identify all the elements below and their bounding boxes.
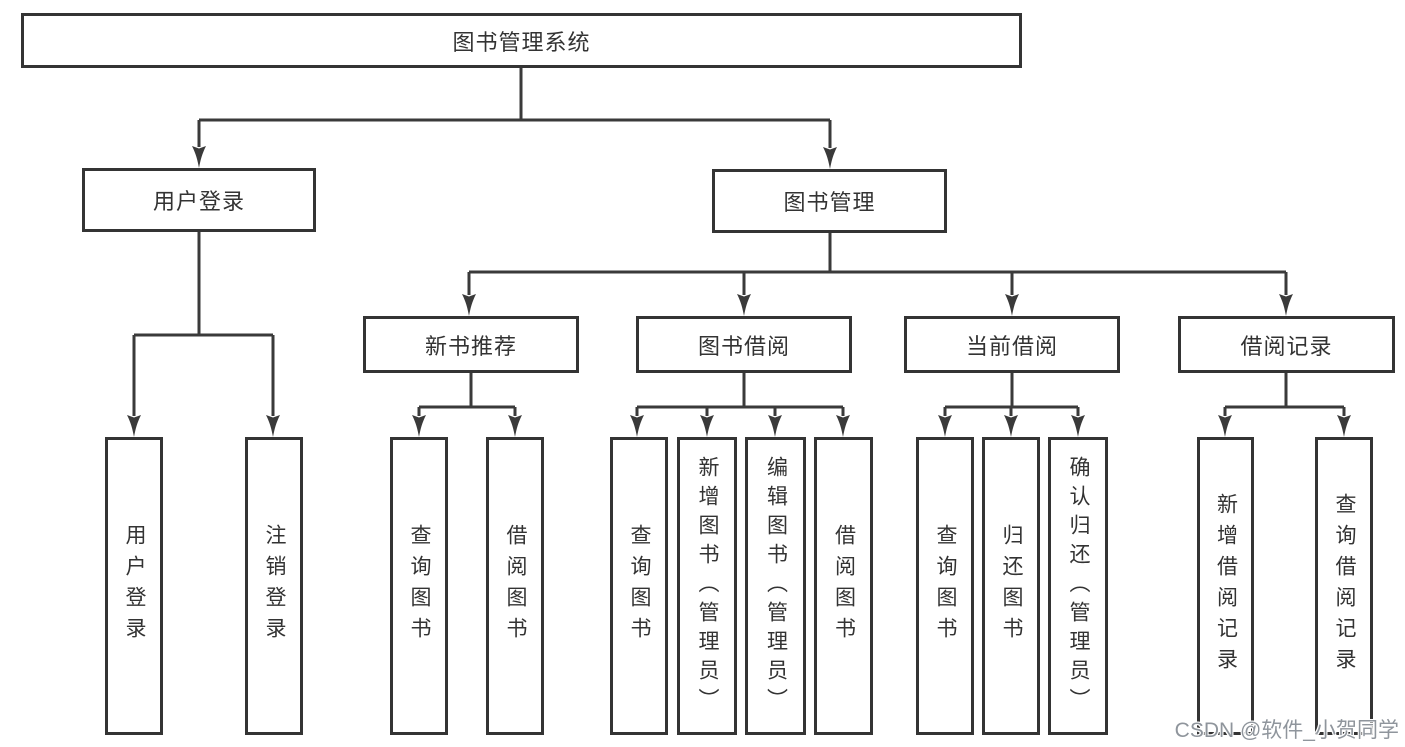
leaf-logout: 注销登录	[245, 437, 303, 735]
leaf-confirm-return-admin: 确认归还（管理员）	[1048, 437, 1108, 735]
leaf-label: 注销登录	[263, 524, 286, 648]
leaf-add-borrow-record: 新增借阅记录	[1197, 437, 1254, 735]
leaf-user-login: 用户登录	[105, 437, 163, 735]
leaf-label: 归还图书	[1000, 524, 1023, 648]
node-borrowing-records: 借阅记录	[1178, 316, 1395, 373]
leaf-label: 新增图书（管理员）	[696, 455, 719, 717]
leaf-query-books: 查询图书	[610, 437, 668, 735]
leaf-query-books: 查询图书	[390, 437, 448, 735]
leaf-label: 借阅图书	[504, 524, 527, 648]
leaf-borrow-books: 借阅图书	[486, 437, 544, 735]
leaf-label: 新增借阅记录	[1214, 493, 1238, 679]
leaf-return-books: 归还图书	[982, 437, 1040, 735]
node-new-book-recommendation: 新书推荐	[363, 316, 579, 373]
leaf-label: 确认归还（管理员）	[1067, 455, 1090, 717]
leaf-label: 查询图书	[628, 524, 651, 648]
node-book-management: 图书管理	[712, 169, 947, 233]
node-user-login: 用户登录	[82, 168, 316, 232]
leaf-borrow-books: 借阅图书	[814, 437, 873, 735]
leaf-label: 编辑图书（管理员）	[764, 455, 788, 717]
leaf-label: 用户登录	[123, 524, 146, 648]
leaf-label: 查询图书	[934, 524, 957, 648]
leaf-label: 查询图书	[408, 524, 431, 648]
node-book-borrowing: 图书借阅	[636, 316, 852, 373]
csdn-watermark: CSDN @软件_小贺同学	[1174, 719, 1399, 742]
leaf-add-books-admin: 新增图书（管理员）	[677, 437, 737, 735]
leaf-edit-books-admin: 编辑图书（管理员）	[745, 437, 806, 735]
leaf-query-borrow-record: 查询借阅记录	[1315, 437, 1373, 735]
node-library-management-system: 图书管理系统	[21, 13, 1022, 68]
leaf-query-books: 查询图书	[916, 437, 974, 735]
leaf-label: 借阅图书	[832, 524, 856, 648]
leaf-label: 查询借阅记录	[1333, 493, 1356, 679]
node-current-borrowing: 当前借阅	[904, 316, 1120, 373]
